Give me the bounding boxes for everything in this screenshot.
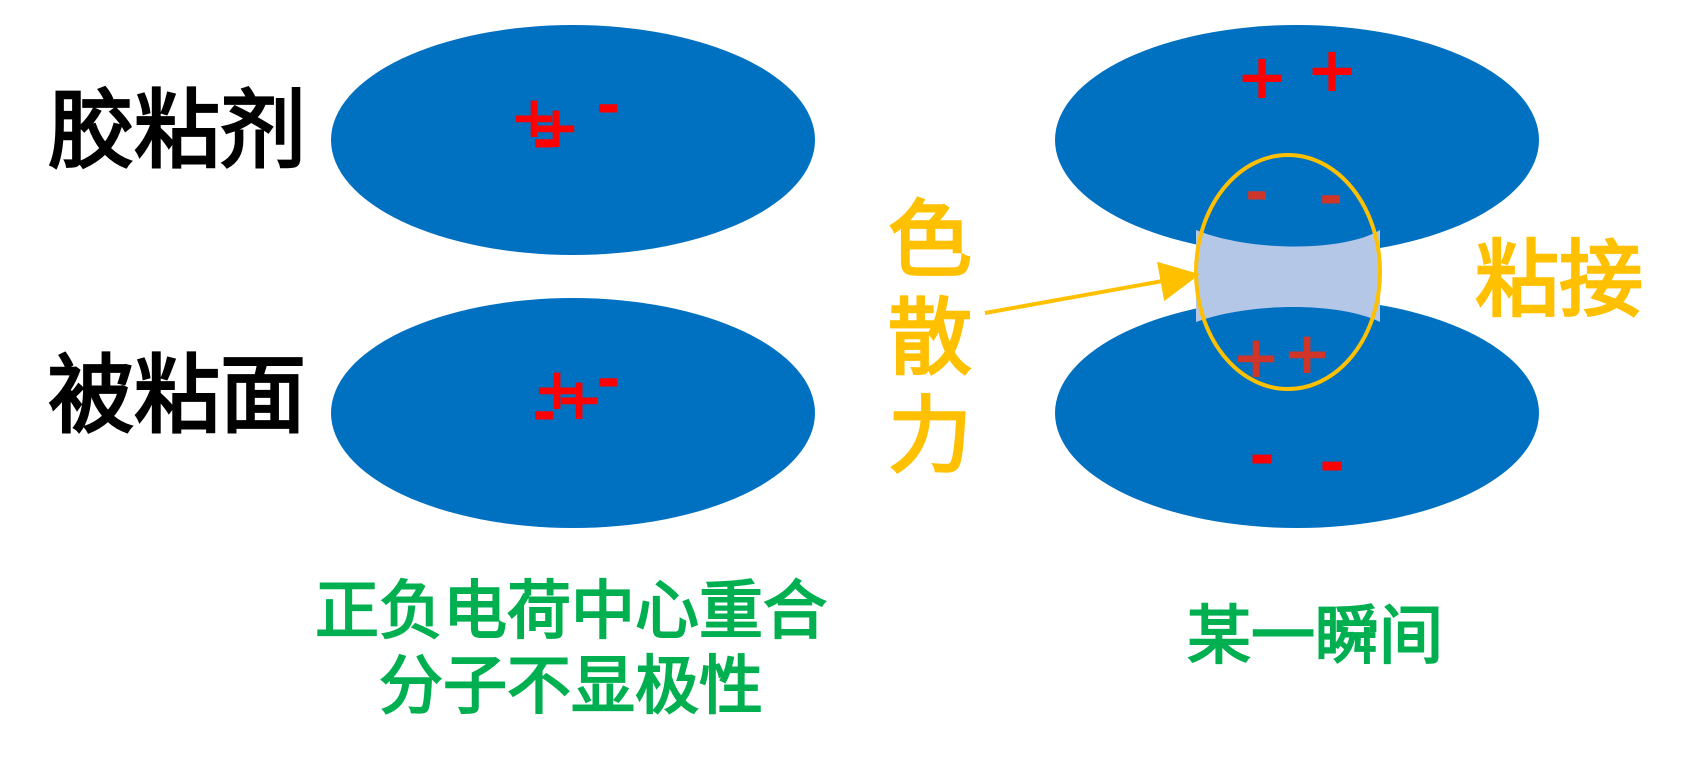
dispersion-char-3: 力 — [888, 387, 973, 485]
adhesive-minus-charge-2: - — [532, 106, 556, 174]
dim-plus-charge-2: + — [1283, 319, 1332, 387]
adhesive-label: 胶粘剂 — [48, 81, 306, 181]
substrate-charges: + + - - — [532, 345, 620, 446]
adhesive-minus-charge: - — [596, 71, 620, 139]
dispersion-char-1: 色 — [888, 191, 973, 289]
substrate-plus-charge-2: + — [555, 365, 604, 433]
adhesive-molecule — [331, 25, 815, 255]
substrate-label: 被粘面 — [48, 346, 306, 446]
adhesive-plus-charge-2: + — [532, 93, 581, 161]
substrate-minus-charge: - — [596, 345, 620, 413]
substrate-plus-charge: + — [533, 355, 582, 423]
substrate-minus-charge-2: - — [532, 378, 556, 446]
dispersion-char-2: 散 — [888, 289, 973, 387]
dispersion-arrow — [984, 261, 1200, 315]
dim-minus-charge-2: - — [1319, 162, 1343, 230]
top-plus-charge-2: + — [1306, 33, 1358, 106]
left-caption-line1: 正负电荷中心重合 — [315, 575, 827, 649]
dim-minus-charge-1: - — [1245, 158, 1269, 226]
right-caption: 某一瞬间 — [1187, 600, 1443, 674]
instant-adhesive-top-charges: + + — [1236, 33, 1358, 113]
overlap-region — [1196, 230, 1380, 322]
instant-substrate-molecule — [1055, 298, 1539, 528]
dispersion-force-label: 色 散 力 — [888, 198, 972, 478]
adhesive-charges: + + - - — [510, 71, 620, 174]
top-plus-charge-1: + — [1236, 40, 1288, 113]
left-caption-line2: 分子不显极性 — [379, 650, 763, 724]
bonding-label: 粘接 — [1475, 231, 1644, 329]
bottom-minus-charge-2: - — [1319, 426, 1345, 499]
substrate-molecule — [331, 298, 815, 528]
instant-adhesive-molecule — [1055, 25, 1539, 255]
bottom-minus-charge-1: - — [1249, 419, 1275, 492]
instant-substrate-bottom-charges: - - — [1249, 419, 1345, 499]
adhesive-plus-charge: + — [510, 83, 559, 151]
